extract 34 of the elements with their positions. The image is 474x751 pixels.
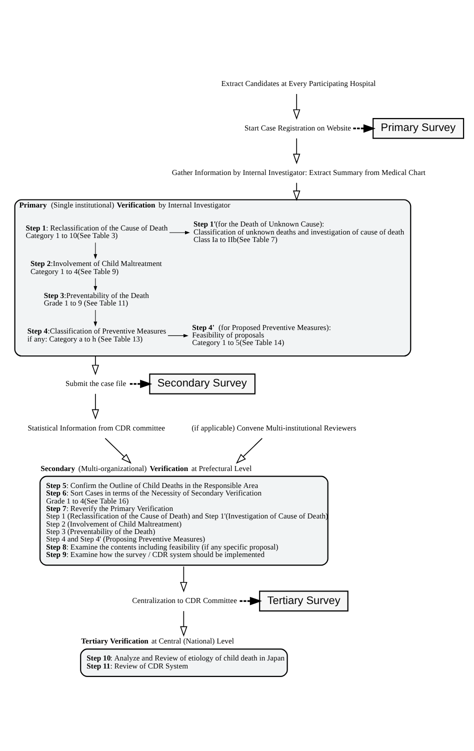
arrow [292,93,300,120]
arrow [104,437,132,464]
arrow [353,124,376,132]
node-box: Primary Survey [372,118,464,138]
node-text: Step 4:Classification of Preventive Measures if any: Category a to h (See Table 13) [27,326,166,343]
node-text: (if applicable) Convene Multi-institutional Reviewers [192,422,356,432]
arrow [180,566,188,592]
arrow [94,242,98,259]
node-text: Gather Information by Internal Investigator: Extract Summary from Medical Chart [172,167,426,176]
node-text: Step 3:Preventability of the Death Grade 1 to 9 (See Table 11) [44,290,150,308]
node-text: Statistical Information from CDR committee [28,422,166,432]
node-text: Extract Candidates at Every Participating Hospital [221,78,376,88]
node-text: Step 1: Reclassification of the Cause of Death Category 1 to 10(See Table 3) [26,223,168,240]
arrow [240,596,262,605]
node-text: Start Case Registration on Website [244,122,352,132]
arrow [292,182,300,200]
arrow [92,355,100,375]
arrow [168,333,188,337]
arrow [292,138,300,164]
node-text: Submit the case file [66,378,126,388]
node-text: Step 1'(for the Death of Unknown Cause): Classification of unknown deaths and investigation of cause of death Class Ia to IIb(See Table 7) [194,219,404,244]
node-text: Centralization to CDR Committee [132,596,237,605]
node-box: Secondary Survey [149,373,256,394]
node-label: Secondary (Multi-organizational) Verification at Prefectural Level [40,463,252,472]
arrow [94,309,98,326]
arrow [236,437,263,464]
arrow [130,379,152,388]
arrow [180,610,188,636]
arrow [169,230,190,234]
node-text: Step 2:Involvement of Child Maltreatment Category 1 to 4(See Table 9) [30,258,162,276]
node-text: Step 4' (for Proposed Preventive Measures): Feasibility of proposals Category 1 to 5(See Table 14) [192,322,331,347]
node-label: Tertiary Verification at Central (National) Level [81,636,234,646]
node-box: Tertiary Survey [259,590,348,611]
arrow [92,392,100,420]
